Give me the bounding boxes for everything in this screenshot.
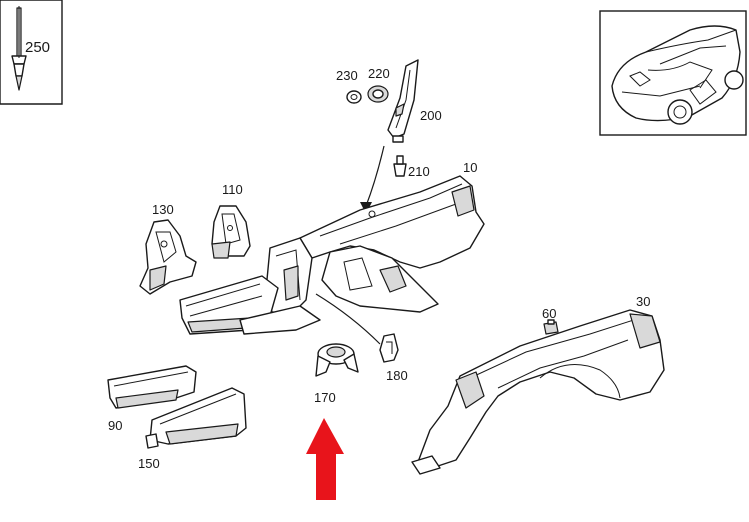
label-10: 10 bbox=[463, 160, 477, 175]
part-110 bbox=[211, 205, 251, 259]
part-230 bbox=[346, 90, 362, 104]
inset-frame bbox=[0, 0, 63, 105]
highlight-arrow bbox=[306, 418, 344, 500]
label-110: 110 bbox=[222, 182, 243, 197]
part-180 bbox=[379, 333, 399, 363]
label-230: 230 bbox=[336, 68, 358, 83]
part-130 bbox=[139, 219, 197, 295]
part-170 bbox=[315, 343, 359, 377]
inset-clip-250: 250 bbox=[0, 0, 63, 105]
part-30 bbox=[411, 309, 665, 475]
part-220 bbox=[367, 85, 389, 103]
part-150 bbox=[145, 387, 247, 449]
inset-car-overview bbox=[599, 10, 747, 136]
label-180: 180 bbox=[386, 368, 408, 383]
label-200: 200 bbox=[420, 108, 442, 123]
label-170: 170 bbox=[314, 390, 336, 405]
leader-180 bbox=[315, 293, 381, 345]
label-90: 90 bbox=[108, 418, 122, 433]
label-130: 130 bbox=[152, 202, 174, 217]
clip-250 bbox=[11, 6, 27, 91]
label-60: 60 bbox=[542, 306, 556, 321]
part-210 bbox=[393, 155, 407, 177]
part-200 bbox=[387, 59, 419, 143]
label-150: 150 bbox=[138, 456, 160, 471]
label-250: 250 bbox=[25, 39, 50, 56]
red-arrow-icon bbox=[306, 418, 344, 500]
part-90 bbox=[107, 365, 197, 409]
label-210: 210 bbox=[408, 164, 430, 179]
car-illustration bbox=[611, 25, 744, 125]
label-30: 30 bbox=[636, 294, 650, 309]
part-60 bbox=[543, 319, 559, 335]
part-10 bbox=[179, 175, 485, 335]
label-220: 220 bbox=[368, 66, 390, 81]
